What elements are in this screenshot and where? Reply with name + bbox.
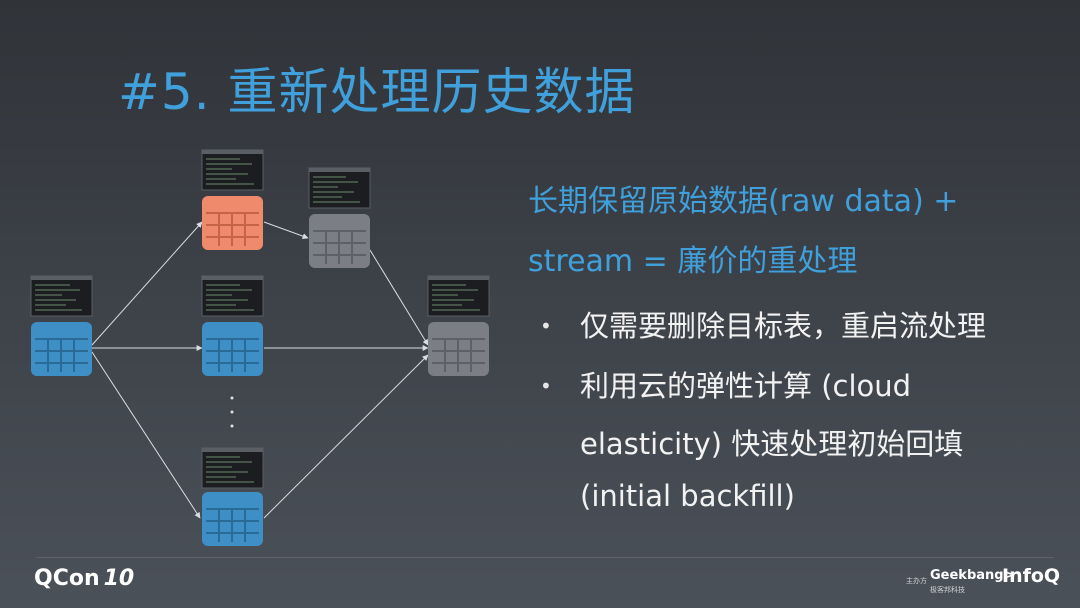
reprocess-node-2 [201, 275, 264, 376]
reprocess-node-n [201, 447, 264, 546]
bullet-dot-2: • [540, 374, 552, 398]
geekbang-logo: Geekbang> [930, 568, 1015, 583]
bullet-2-line-2: elasticity) 快速处理初始回填 [580, 427, 964, 461]
qcon-ten-mark: 10 [103, 566, 135, 591]
geekbang-subtitle: 极客邦科技 [930, 586, 965, 594]
headline-line-1: 长期保留原始数据(raw data) + [528, 184, 959, 219]
qcon-brand: QCon [34, 566, 100, 591]
ellipsis-dots [230, 396, 234, 428]
headline-line-2: stream = 廉价的重处理 [528, 244, 858, 279]
bullet-1-text: 仅需要删除目标表，重启流处理 [580, 309, 987, 343]
footer-divider [36, 557, 1054, 558]
target-table-node [427, 275, 490, 376]
bullet-2-line-1: 利用云的弹性计算 (cloud [580, 369, 912, 403]
source-table-node [30, 275, 93, 376]
organizer-label: 主办方 [906, 577, 927, 585]
infoq-logo: InfoQ [1002, 565, 1061, 587]
diagram-arrows [91, 221, 429, 519]
slide-title: #5. 重新处理历史数据 [118, 63, 636, 121]
bullet-2-line-3: (initial backfill) [580, 479, 795, 513]
bullet-dot-1: • [540, 314, 552, 338]
active-stream-node [201, 149, 264, 250]
intermediate-output-node [308, 167, 371, 268]
